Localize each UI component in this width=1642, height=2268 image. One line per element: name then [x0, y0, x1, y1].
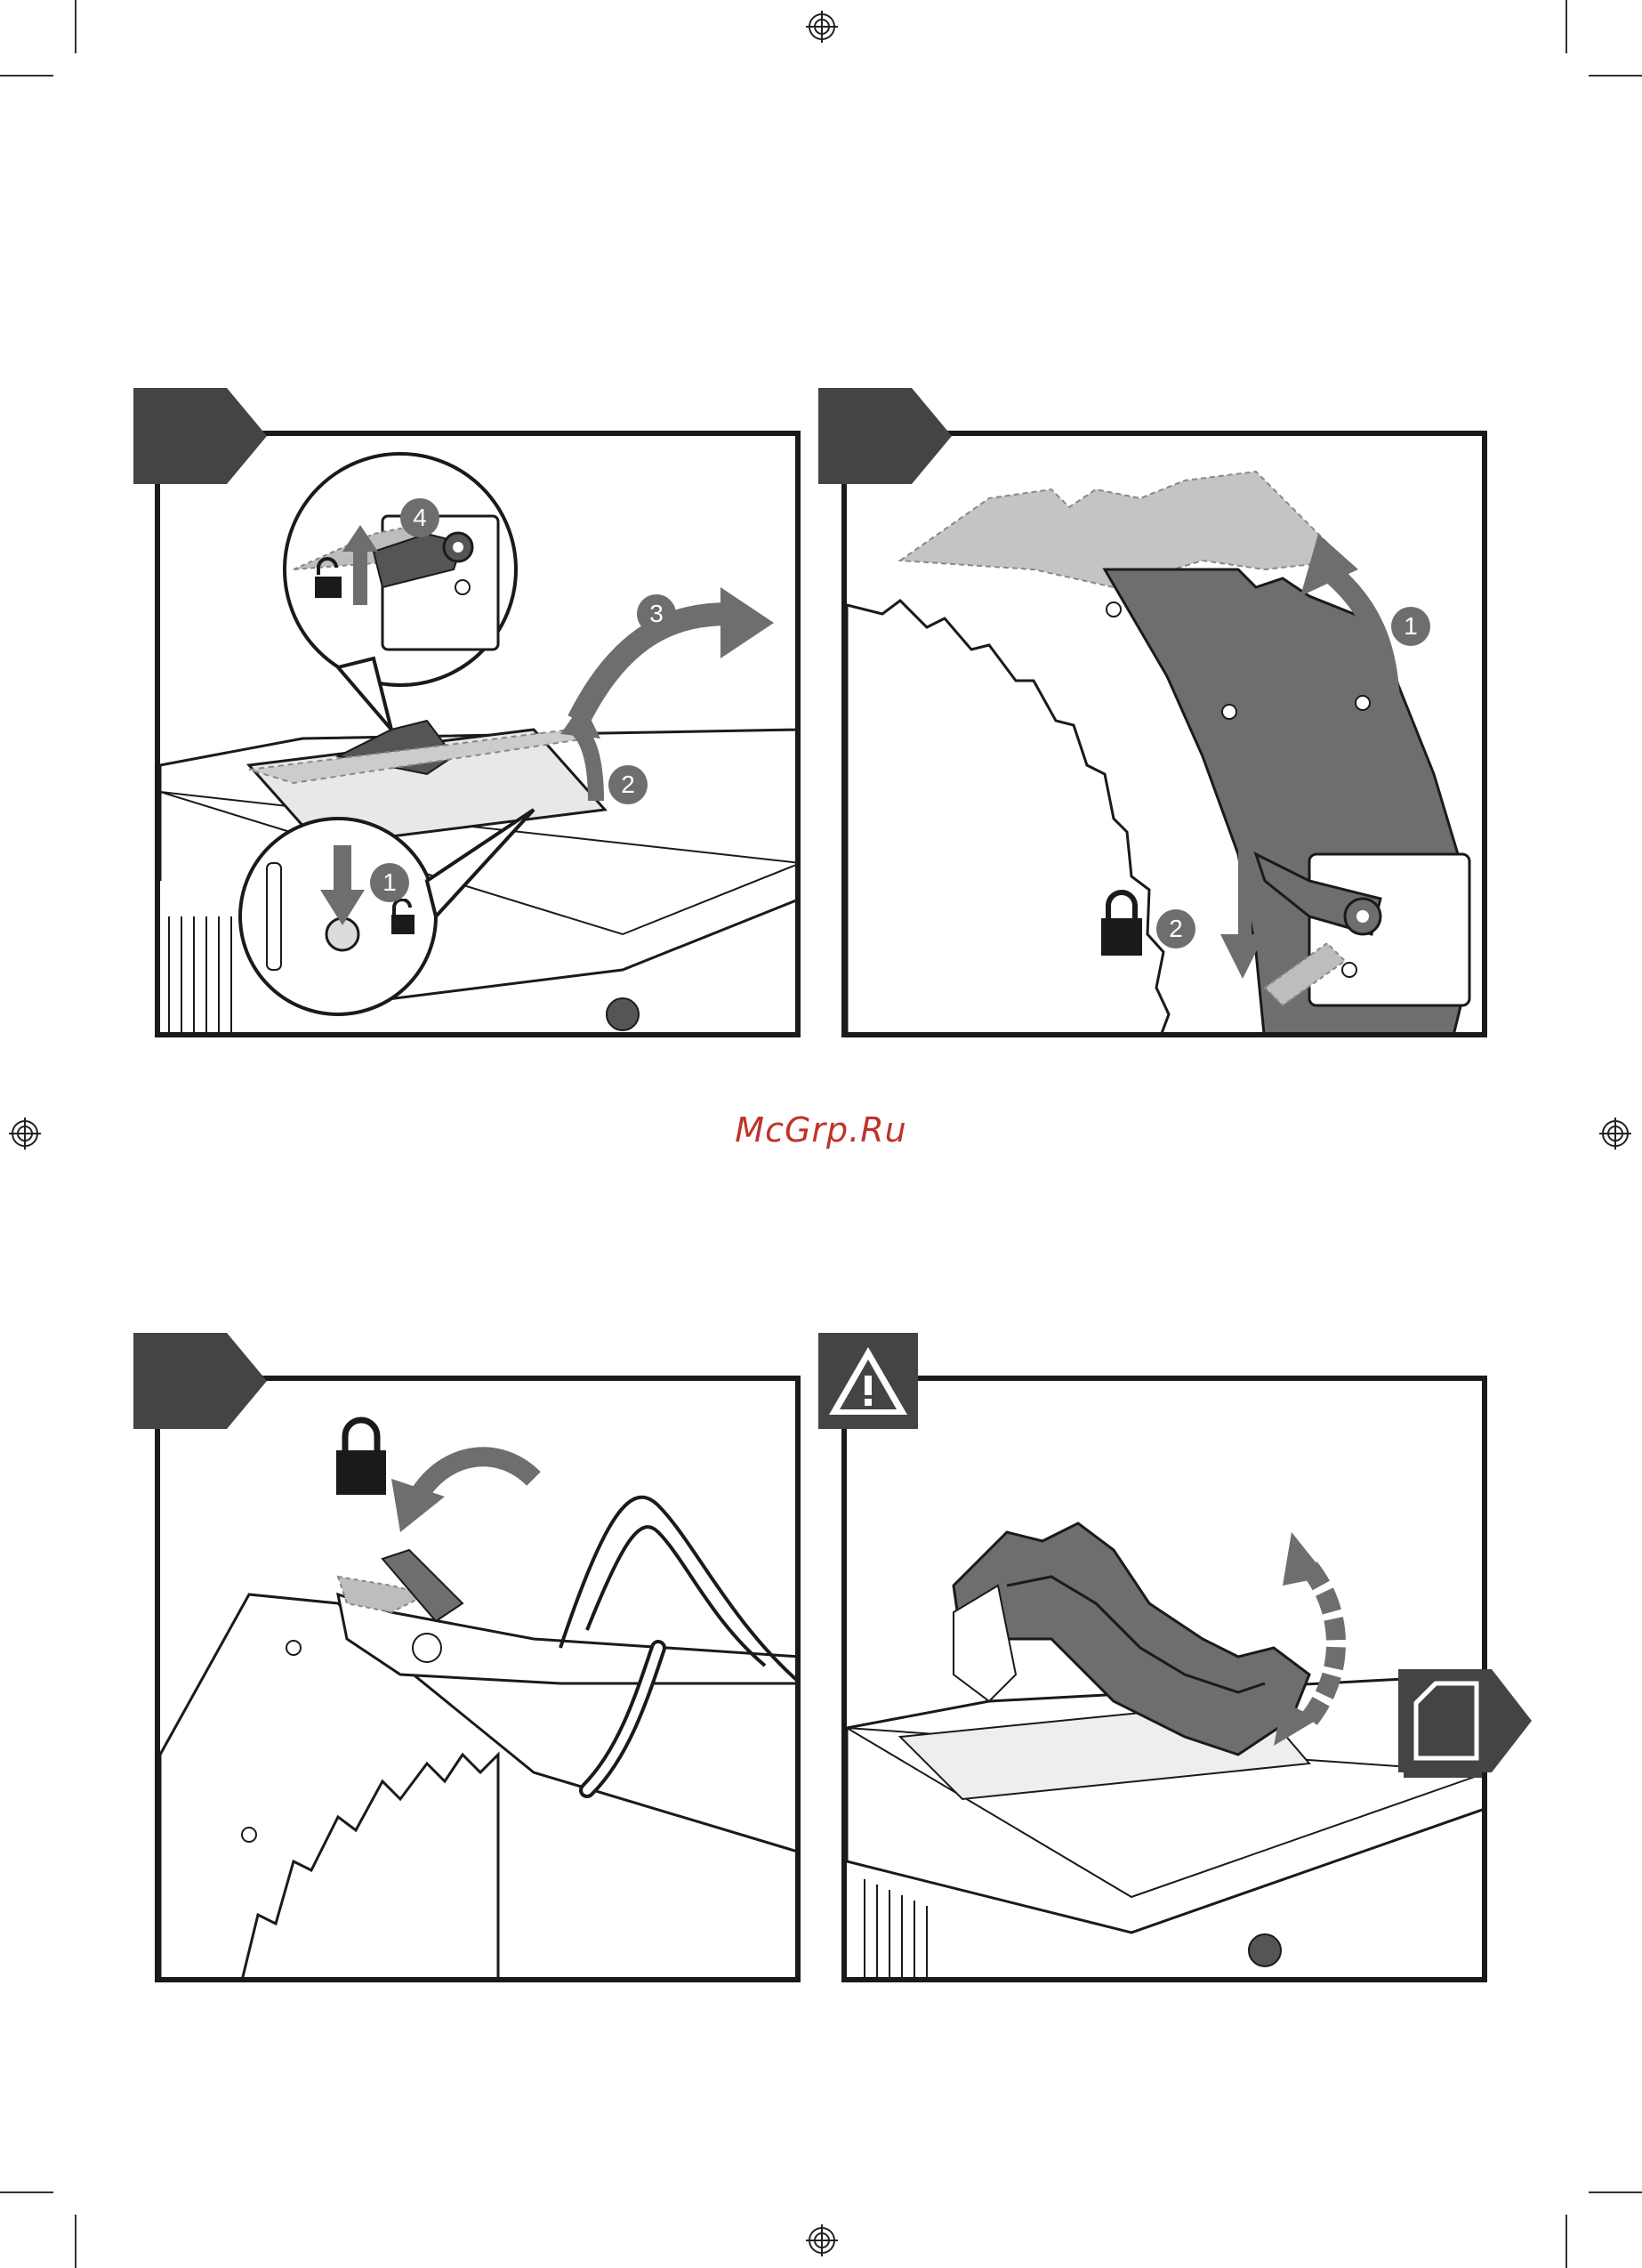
step-number: 2 — [1156, 909, 1195, 948]
crop-mark — [0, 2191, 53, 2193]
crop-mark — [75, 0, 76, 53]
panel-bottom-right-illustration — [847, 1381, 1487, 1982]
registration-mark-bottom — [806, 2224, 838, 2256]
warning-icon — [825, 1342, 911, 1420]
panel-bottom-left-illustration — [160, 1381, 801, 1982]
crop-mark — [0, 75, 53, 77]
lock-icon — [1099, 890, 1144, 957]
step-number: 1 — [1391, 607, 1430, 646]
step-number: 2 — [608, 765, 648, 804]
crop-mark — [1589, 75, 1642, 77]
step-number: 4 — [400, 498, 439, 537]
crop-mark — [1566, 0, 1567, 53]
panel-top-right: 1 2 — [841, 431, 1487, 1037]
step-number: 3 — [637, 594, 676, 634]
page-reference-icon — [1413, 1680, 1480, 1762]
watermark-text: McGrp.Ru — [0, 1110, 1642, 1150]
step-number: 1 — [370, 863, 409, 902]
unlock-icon — [390, 899, 416, 936]
panel-top-right-illustration — [847, 436, 1487, 1037]
panel-bottom-left — [155, 1376, 801, 1982]
lock-icon — [334, 1416, 388, 1497]
registration-mark-top — [806, 11, 838, 43]
crop-mark — [75, 2215, 76, 2268]
crop-mark — [1589, 2191, 1642, 2193]
panel-top-left-illustration — [160, 436, 801, 1037]
crop-mark — [1566, 2215, 1567, 2268]
unlock-icon — [313, 557, 345, 600]
panel-bottom-right — [841, 1376, 1487, 1982]
panel-top-left: 1 2 3 4 — [155, 431, 801, 1037]
